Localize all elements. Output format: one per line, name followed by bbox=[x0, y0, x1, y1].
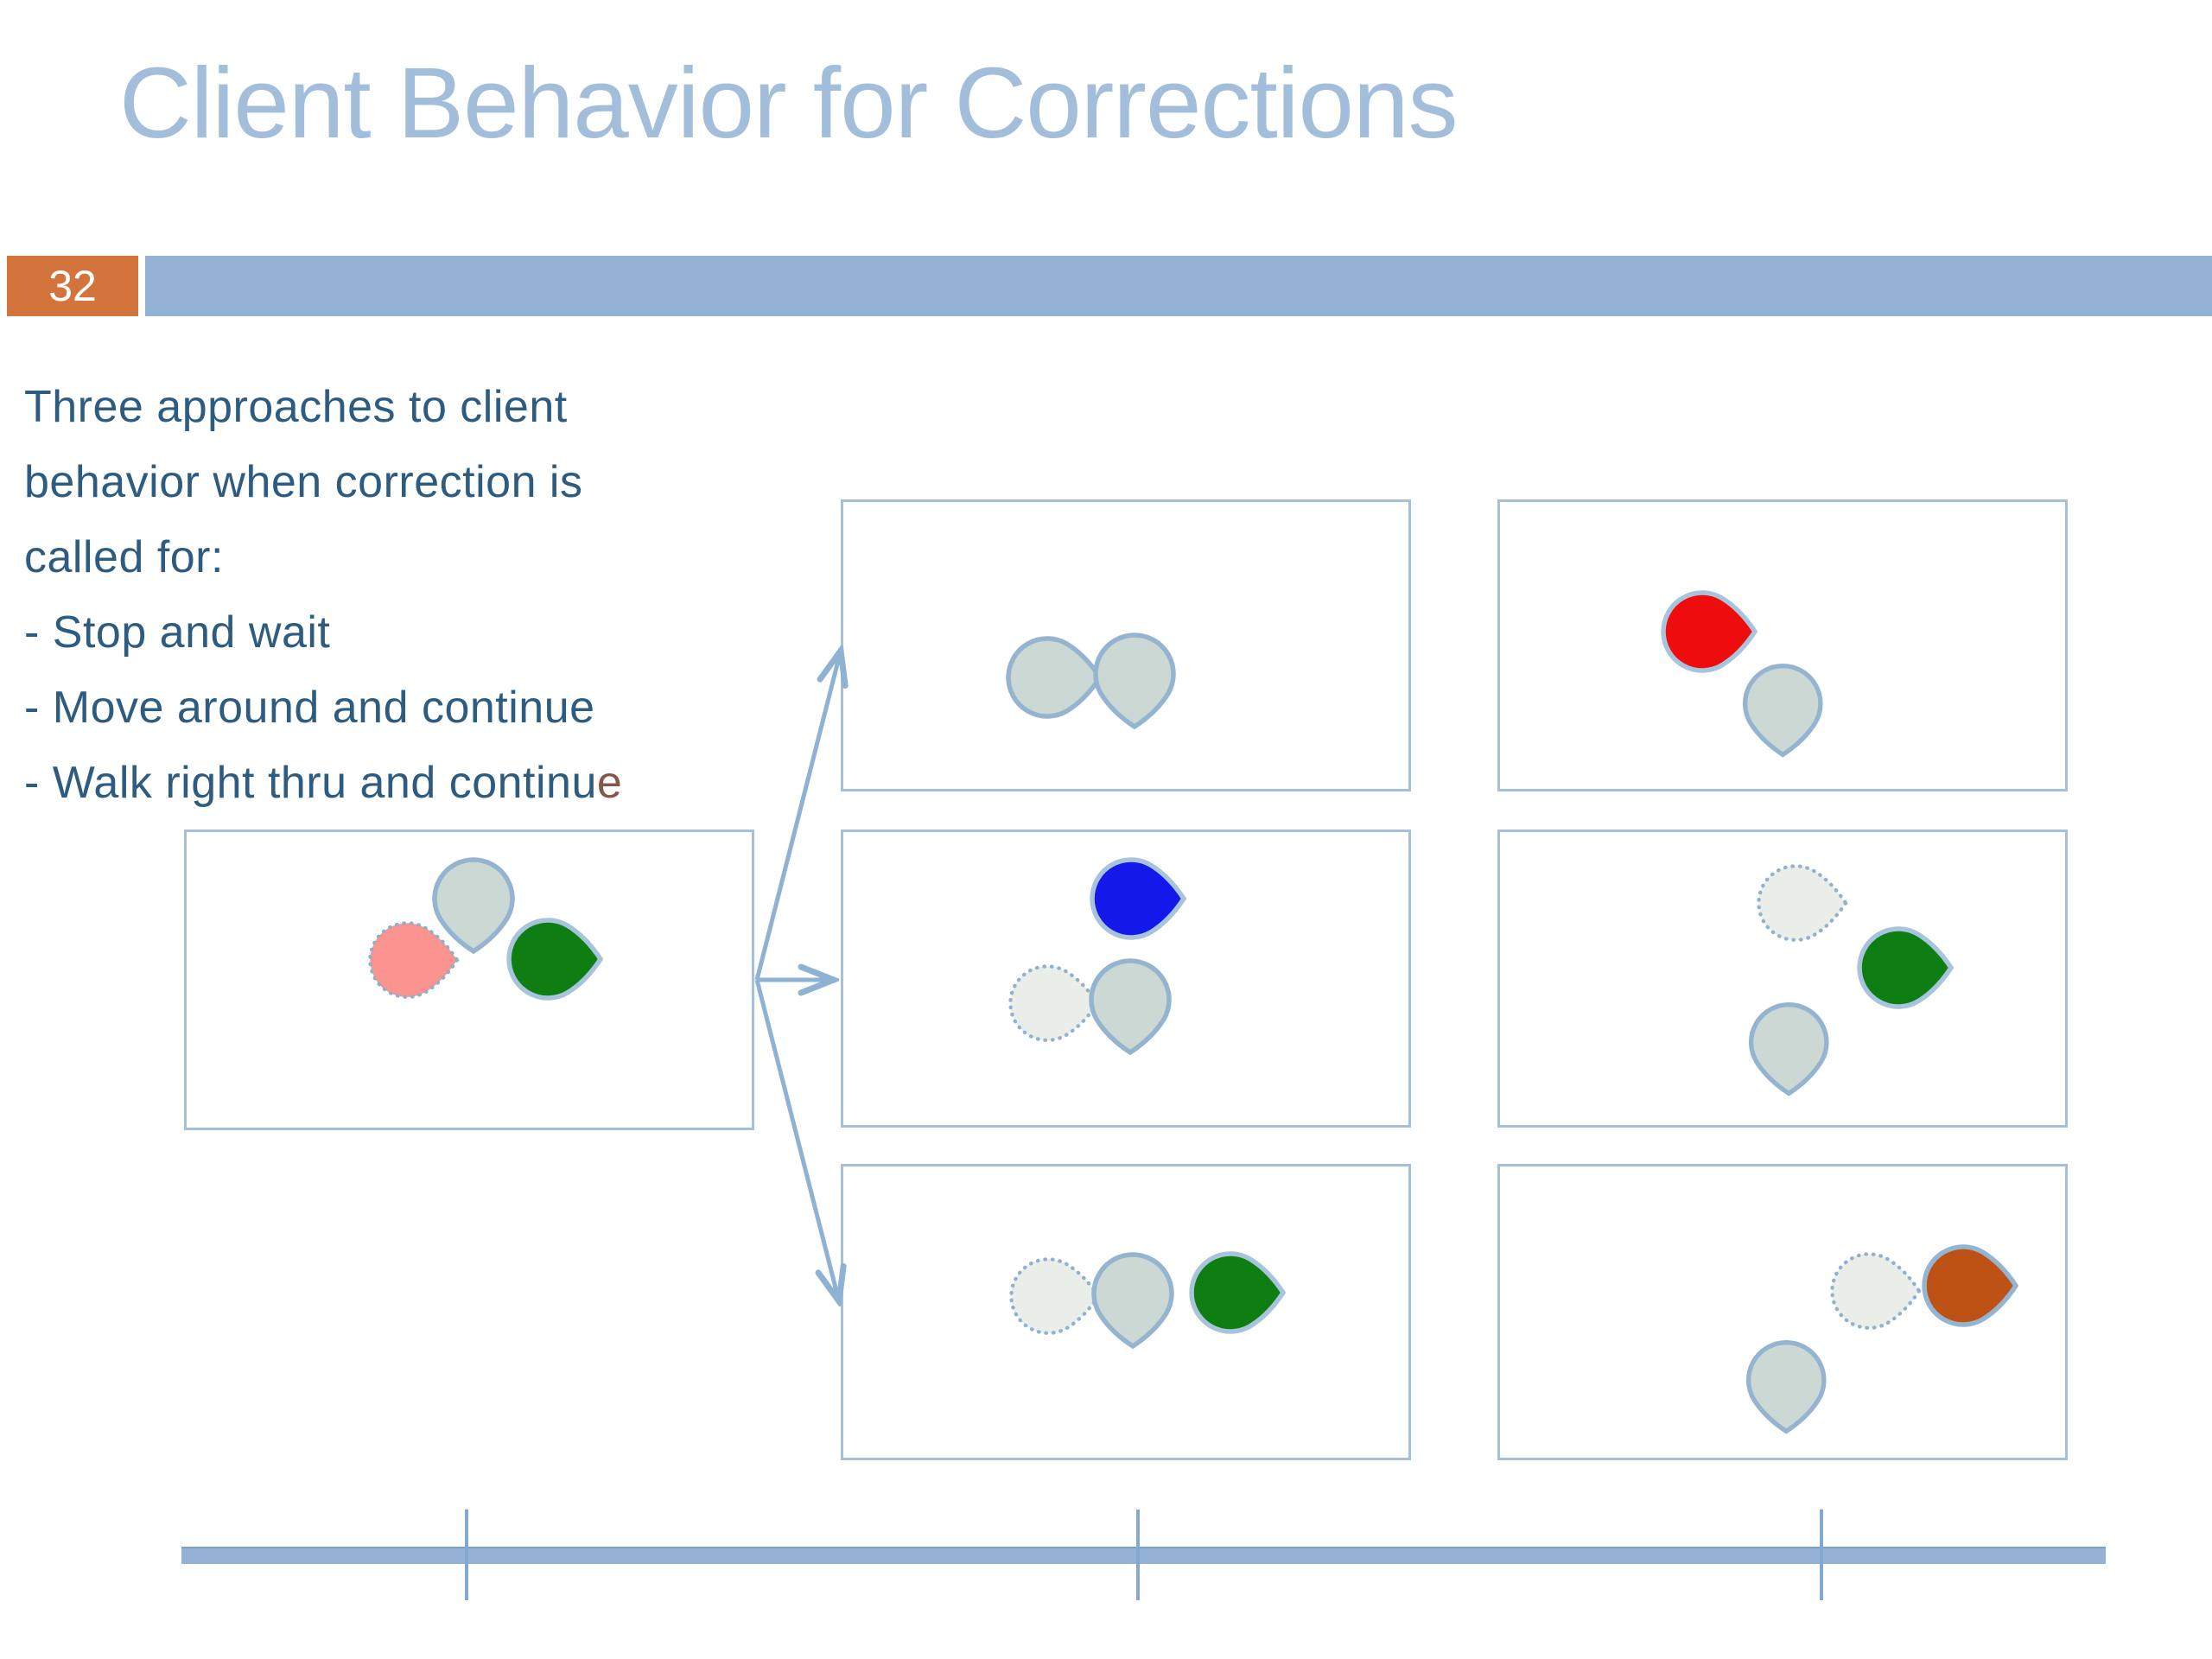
marker-gray-down bbox=[1745, 1339, 1827, 1434]
panel-start bbox=[184, 830, 754, 1130]
marker-blue-right bbox=[1090, 857, 1187, 940]
marker-gray-down bbox=[1091, 1252, 1174, 1350]
marker-green-right bbox=[1857, 926, 1955, 1009]
bullet-walk-thru-tail: e bbox=[596, 758, 623, 808]
description-line: called for: bbox=[24, 532, 224, 582]
flow-arrow bbox=[754, 651, 841, 981]
flow-arrow bbox=[754, 979, 839, 1301]
marker-gray-down bbox=[432, 857, 515, 955]
marker-red-right bbox=[1661, 590, 1758, 673]
marker-ghost-right bbox=[1009, 1257, 1101, 1335]
timeline-tick bbox=[1136, 1510, 1140, 1600]
marker-gray-down bbox=[1748, 1001, 1829, 1096]
timeline-tick bbox=[465, 1510, 468, 1600]
description-line: behavior when correction is bbox=[24, 457, 583, 507]
marker-gray-down bbox=[1089, 958, 1172, 1056]
page-number-badge: 32 bbox=[7, 256, 138, 316]
marker-gray-right bbox=[1006, 636, 1103, 719]
marker-gray-down bbox=[1093, 632, 1176, 730]
marker-ghost-right bbox=[1757, 864, 1848, 942]
bullet-walk-thru: - Walk right thru and continue bbox=[24, 746, 622, 821]
description-line: Three approaches to client bbox=[24, 382, 568, 432]
marker-orange-right bbox=[1922, 1244, 2019, 1327]
timeline-bar bbox=[181, 1547, 2106, 1564]
slide-title: Client Behavior for Corrections bbox=[119, 47, 1459, 159]
bullet-walk-thru-text: - Walk right thru and continu bbox=[24, 758, 597, 808]
description-text: Three approaches to client behavior when… bbox=[24, 370, 622, 821]
marker-ghost-right bbox=[1830, 1252, 1922, 1330]
bullet-stop-and-wait: - Stop and wait bbox=[24, 607, 331, 658]
marker-green-right bbox=[506, 918, 604, 1001]
marker-pink-right bbox=[368, 921, 460, 999]
timeline-tick bbox=[1820, 1510, 1823, 1600]
marker-green-right bbox=[1189, 1251, 1287, 1334]
marker-gray-down bbox=[1742, 663, 1823, 758]
marker-ghost-right bbox=[1008, 964, 1100, 1042]
bullet-move-around: - Move around and continue bbox=[24, 683, 595, 733]
header-accent-bar bbox=[145, 256, 2212, 316]
